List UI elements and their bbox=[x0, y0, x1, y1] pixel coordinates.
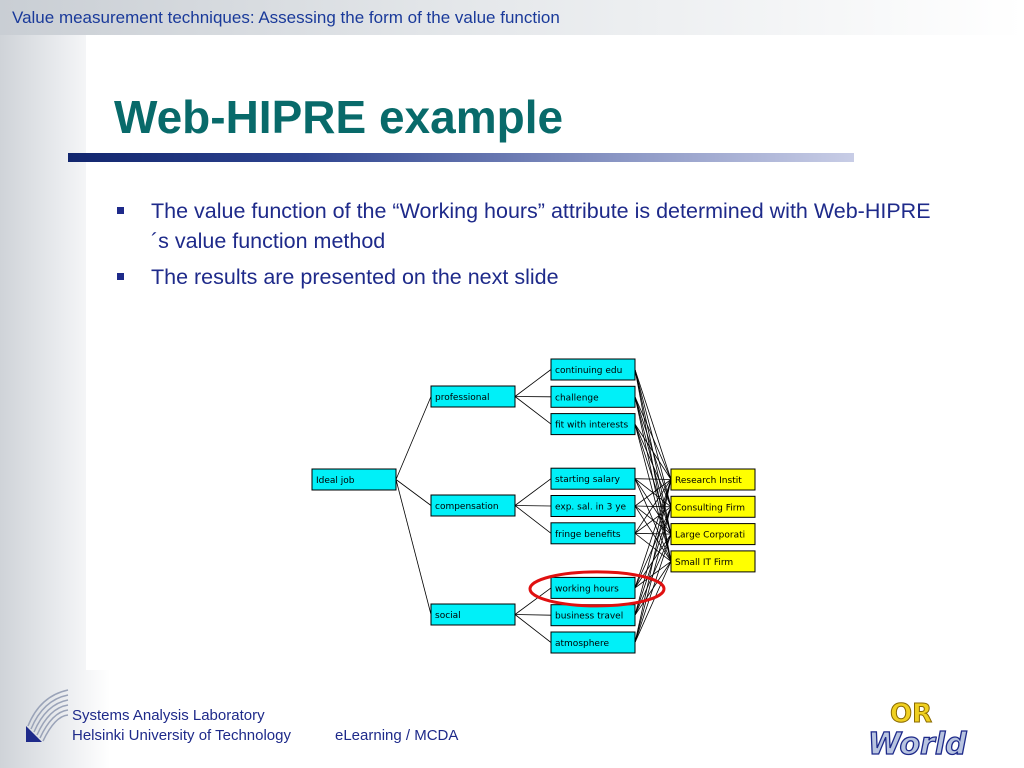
or-world-logo: OR World bbox=[867, 699, 967, 761]
slide-panel bbox=[86, 35, 1024, 670]
attribute-node-box bbox=[550, 413, 636, 436]
tree-link bbox=[514, 396, 552, 425]
tree-link bbox=[634, 479, 672, 589]
tree-link bbox=[395, 396, 432, 480]
tree-link bbox=[395, 479, 432, 615]
tree-link bbox=[634, 369, 672, 480]
criterion-node[interactable]: professional bbox=[430, 385, 516, 408]
bullet-text: The value function of the “Working hours… bbox=[151, 199, 931, 253]
alternative-node-box bbox=[670, 550, 756, 573]
attribute-node-box bbox=[550, 631, 636, 654]
attribute-node-box bbox=[550, 576, 636, 599]
footer-lab-name: Systems Analysis Laboratory bbox=[72, 707, 265, 724]
attribute-node[interactable]: continuing edu bbox=[550, 358, 636, 381]
footer-university: Helsinki University of Technology bbox=[72, 727, 291, 744]
tree-link bbox=[514, 505, 552, 534]
tree-link bbox=[634, 479, 672, 534]
tree-link bbox=[634, 506, 672, 643]
header-title: Value measurement techniques: Assessing … bbox=[12, 8, 560, 27]
tree-link bbox=[634, 479, 672, 616]
criterion-node-label: social bbox=[435, 611, 461, 621]
attribute-node-label: challenge bbox=[555, 393, 599, 403]
alternative-node-box bbox=[670, 523, 756, 546]
goal-node-box bbox=[311, 468, 397, 491]
alternative-node-label: Research Instit bbox=[675, 476, 742, 486]
tree-link bbox=[634, 533, 672, 643]
criterion-node-label: professional bbox=[435, 393, 490, 403]
criterion-node[interactable]: social bbox=[430, 603, 516, 626]
criterion-node-box bbox=[430, 603, 516, 626]
bullet-square-icon bbox=[117, 207, 124, 214]
attribute-node-label: fit with interests bbox=[555, 421, 629, 431]
goal-node[interactable]: Ideal job bbox=[311, 468, 397, 491]
header-bar bbox=[0, 0, 1024, 35]
hut-logo-icon bbox=[26, 689, 69, 742]
criterion-node-box bbox=[430, 385, 516, 408]
tree-link bbox=[634, 396, 672, 480]
tree-link bbox=[514, 505, 552, 507]
footer-course: eLearning / MCDA bbox=[335, 727, 459, 744]
alternative-node-label: Small IT Firm bbox=[675, 558, 733, 568]
logo-world-text: World bbox=[868, 727, 967, 760]
attribute-node-label: starting salary bbox=[555, 475, 621, 485]
goal-node-label: Ideal job bbox=[316, 476, 355, 486]
bullet-item: The results are presented on the next sl… bbox=[113, 262, 943, 292]
criterion-node[interactable]: compensation bbox=[430, 494, 516, 517]
bullet-list: The value function of the “Working hours… bbox=[113, 196, 943, 298]
attribute-node[interactable]: challenge bbox=[550, 385, 636, 408]
attribute-node-label: exp. sal. in 3 ye bbox=[555, 503, 627, 513]
criterion-node-box bbox=[430, 494, 516, 517]
attribute-node[interactable]: starting salary bbox=[550, 467, 636, 490]
tree-link bbox=[395, 479, 432, 506]
attribute-node-box bbox=[550, 467, 636, 490]
attribute-node-box bbox=[550, 495, 636, 517]
criterion-node-label: compensation bbox=[435, 502, 499, 512]
attribute-node-label: continuing edu bbox=[555, 366, 622, 376]
attribute-node[interactable]: fit with interests bbox=[550, 413, 636, 436]
tree-link bbox=[634, 479, 672, 643]
attribute-node-label: working hours bbox=[555, 584, 619, 594]
tree-link bbox=[634, 561, 672, 643]
tree-link bbox=[514, 369, 552, 397]
bullet-item: The value function of the “Working hours… bbox=[113, 196, 943, 256]
attribute-node-label: fringe benefits bbox=[555, 530, 621, 540]
attribute-node-label: atmosphere bbox=[555, 639, 609, 649]
tree-link bbox=[514, 614, 552, 616]
tree-link bbox=[514, 587, 552, 615]
footer-lab: Systems Analysis Laboratory Helsinki Uni… bbox=[72, 706, 291, 746]
attribute-node-label: business travel bbox=[555, 612, 623, 622]
attribute-node[interactable]: exp. sal. in 3 ye bbox=[550, 495, 636, 517]
bullet-text: The results are presented on the next sl… bbox=[151, 265, 559, 289]
attribute-node[interactable]: working hours bbox=[550, 576, 636, 599]
alternative-node[interactable]: Research Instit bbox=[670, 468, 756, 491]
alternative-node[interactable]: Small IT Firm bbox=[670, 550, 756, 573]
alternative-node[interactable]: Large Corporati bbox=[670, 523, 756, 546]
attribute-node[interactable]: business travel bbox=[550, 604, 636, 627]
highlight-circle bbox=[528, 570, 666, 608]
alternative-node[interactable]: Consulting Firm bbox=[670, 495, 756, 518]
tree-link bbox=[634, 479, 672, 507]
attribute-node-box bbox=[550, 358, 636, 381]
attribute-node-box bbox=[550, 385, 636, 408]
tree-link bbox=[514, 478, 552, 506]
alternative-node-label: Large Corporati bbox=[675, 531, 745, 541]
attribute-node-box bbox=[550, 522, 636, 545]
alternative-node-label: Consulting Firm bbox=[675, 503, 745, 513]
tree-link bbox=[634, 423, 672, 507]
attribute-node[interactable]: fringe benefits bbox=[550, 522, 636, 545]
tree-link bbox=[514, 614, 552, 643]
alternative-node-box bbox=[670, 495, 756, 518]
tree-link bbox=[634, 423, 672, 480]
tree-link bbox=[634, 478, 672, 480]
logo-or-text: OR bbox=[890, 699, 932, 729]
bullet-square-icon bbox=[117, 273, 124, 280]
attribute-node[interactable]: atmosphere bbox=[550, 631, 636, 654]
title-divider bbox=[68, 153, 854, 162]
tree-nodes: Ideal job professional compensation social c… bbox=[311, 358, 756, 654]
alternative-node-box bbox=[670, 468, 756, 491]
tree-links bbox=[395, 369, 672, 643]
page-title: Web-HIPRE example bbox=[114, 91, 564, 143]
tree-link bbox=[634, 506, 672, 534]
